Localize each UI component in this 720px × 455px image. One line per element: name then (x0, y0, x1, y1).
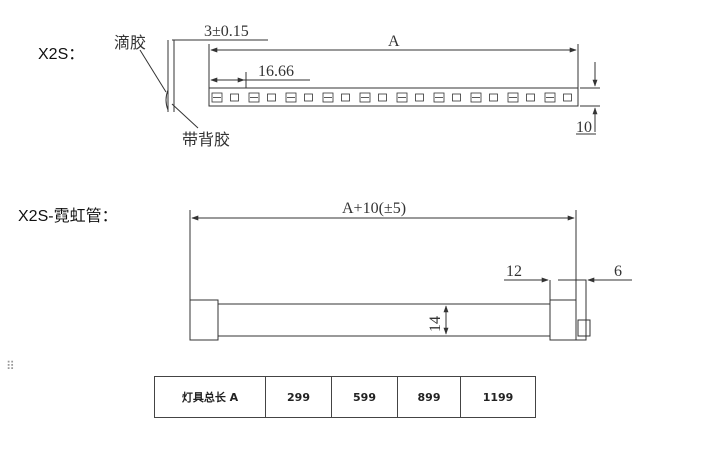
led-chip (359, 92, 371, 103)
x2s-neon-heading: X2S-霓虹管： (18, 208, 118, 225)
width-label: 10 (576, 119, 592, 136)
led-chip (544, 92, 556, 103)
led-chip (285, 92, 297, 103)
led-chip (322, 92, 334, 103)
end-cap-label: 12 (506, 263, 522, 280)
table-cell: 299 (265, 376, 332, 418)
resistor-chip (304, 93, 313, 102)
resistor-chip (378, 93, 387, 102)
resistor-chip (452, 93, 461, 102)
led-chip (470, 92, 482, 103)
leader-lines (139, 49, 199, 129)
glue-label: 滴胶 (114, 33, 146, 52)
table-row: 灯具总长 A 299 599 899 1199 (154, 376, 536, 418)
drag-handle-icon[interactable]: ⠿ (6, 359, 15, 373)
x2s-heading: X2S： (38, 46, 85, 63)
neon-tube (189, 279, 591, 341)
led-chip (211, 92, 223, 103)
resistor-chip (526, 93, 535, 102)
led-strip-chips (211, 92, 572, 103)
total-length-dimension (189, 210, 577, 300)
led-chip (433, 92, 445, 103)
length-label: A (388, 33, 400, 50)
table-cell: 899 (397, 376, 461, 418)
thickness-label: 3±0.15 (204, 23, 249, 40)
led-chip (396, 92, 408, 103)
resistor-chip (415, 93, 424, 102)
cap-width-label: 6 (614, 263, 622, 280)
table-cell: 599 (331, 376, 398, 418)
resistor-chip (489, 93, 498, 102)
led-chip (248, 92, 260, 103)
resistor-chip (341, 93, 350, 102)
resistor-chip (563, 93, 572, 102)
led-strip-body (208, 87, 579, 107)
table-cell: 1199 (460, 376, 536, 418)
tube-height-label: 14 (427, 316, 444, 332)
width-dimension (576, 62, 600, 135)
backing-label: 带背胶 (182, 130, 230, 149)
table-header-cell: 灯具总长 A (154, 376, 266, 418)
length-spec-table: 灯具总长 A 299 599 899 1199 (154, 376, 536, 418)
strip-side-profile (165, 40, 175, 112)
total-length-label: A+10(±5) (342, 200, 406, 217)
led-chip (507, 92, 519, 103)
pitch-label: 16.66 (258, 63, 294, 80)
pitch-dimension (210, 72, 310, 88)
length-dimension (208, 44, 579, 88)
resistor-chip (267, 93, 276, 102)
resistor-chip (230, 93, 239, 102)
